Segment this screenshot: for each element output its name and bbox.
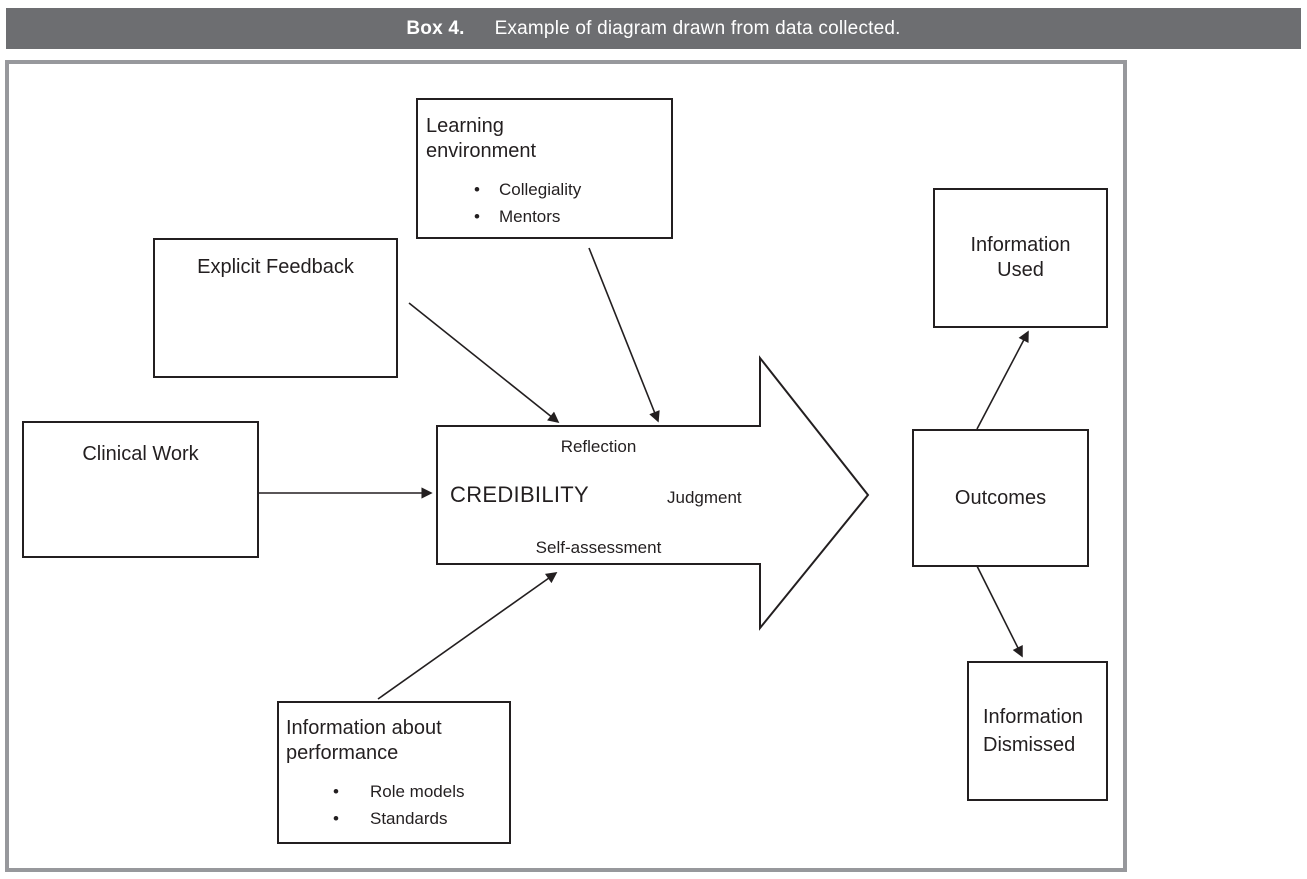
node-title: Outcomes: [954, 486, 1047, 509]
list-item: • Role models: [286, 782, 501, 802]
bullet-icon: •: [474, 207, 480, 226]
bullet-icon: •: [333, 809, 339, 828]
node-outcomes: Outcomes: [912, 429, 1089, 567]
credibility-arrow-main-label: CREDIBILITY: [450, 482, 589, 507]
bullet-label: Mentors: [499, 207, 561, 226]
node-title: Clinical Work: [82, 443, 199, 465]
list-item: • Mentors: [426, 207, 663, 227]
credibility-arrow-top-label: Reflection: [560, 437, 637, 456]
list-item: • Standards: [286, 809, 501, 829]
bullet-icon: •: [474, 180, 480, 199]
figure-caption-bar: Box 4. Example of diagram drawn from dat…: [6, 8, 1301, 49]
node-explicit-feedback: Explicit Feedback: [153, 238, 398, 378]
node-information-dismissed: Information Dismissed: [967, 661, 1108, 801]
bullet-icon: •: [333, 782, 339, 801]
bullet-list: • Role models • Standards: [286, 782, 501, 829]
node-title: Information Used: [970, 234, 1071, 281]
bullet-label: Collegiality: [499, 180, 582, 199]
credibility-arrow-bottom-label: Self-assessment: [535, 538, 662, 557]
node-title: Information about performance: [286, 717, 442, 764]
figure-caption: Example of diagram drawn from data colle…: [494, 17, 901, 39]
bullet-list: • Collegiality • Mentors: [426, 180, 663, 227]
node-learning-environment: Learning environment • Collegiality • Me…: [416, 98, 673, 239]
node-information-used: Information Used: [933, 188, 1108, 328]
node-title: Explicit Feedback: [197, 256, 354, 278]
list-item: • Collegiality: [426, 180, 663, 200]
node-clinical-work: Clinical Work: [22, 421, 259, 558]
node-title: Learning environment: [426, 115, 537, 162]
node-information-about-performance: Information about performance • Role mod…: [277, 701, 511, 844]
credibility-arrow-right-label: Judgment: [667, 488, 742, 507]
node-title: Information Dismissed: [983, 706, 1084, 756]
bullet-label: Standards: [370, 809, 448, 828]
bullet-label: Role models: [370, 782, 465, 801]
figure-label: Box 4.: [406, 17, 465, 39]
